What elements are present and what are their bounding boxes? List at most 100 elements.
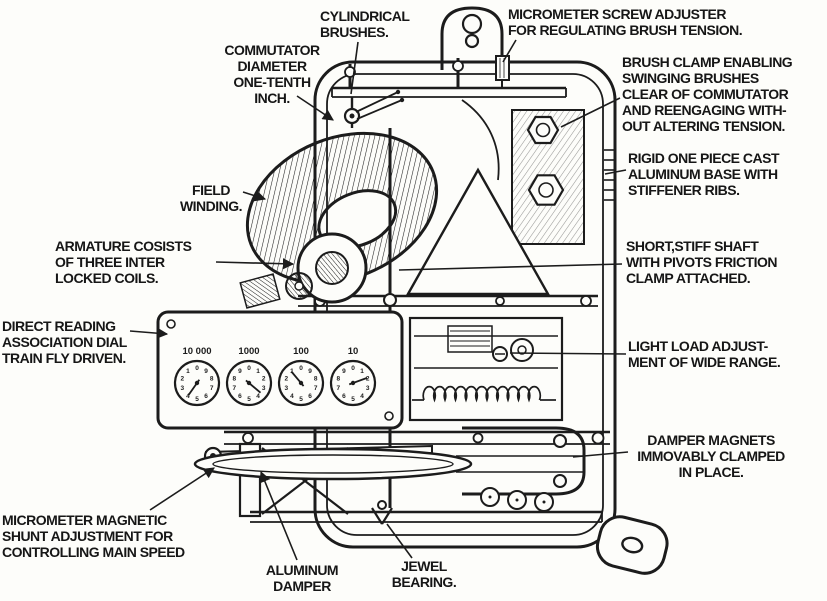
label-magnetic-shunt: MICROMETER MAGNETIC SHUNT ADJUSTMENT FOR… <box>2 512 185 560</box>
svg-text:9: 9 <box>342 368 346 375</box>
svg-text:8: 8 <box>314 376 318 383</box>
svg-text:4: 4 <box>360 393 364 400</box>
leader-rigid-base <box>604 169 627 175</box>
svg-text:7: 7 <box>210 385 214 392</box>
brush-assembly <box>331 55 567 181</box>
label-commutator-diameter: COMMUTATOR DIAMETER ONE-TENTH INCH. <box>224 42 320 106</box>
svg-text:10: 10 <box>348 346 359 357</box>
jewel-bearing-part <box>371 500 393 525</box>
svg-text:7: 7 <box>336 385 340 392</box>
post-screw <box>344 66 356 78</box>
label-stiff-shaft: SHORT,STIFF SHAFT WITH PIVOTS FRICTION C… <box>626 238 778 286</box>
brush-lead-wire <box>461 99 500 181</box>
svg-text:2: 2 <box>366 376 370 383</box>
brush-clamp-nut <box>526 115 560 145</box>
leader-cylindrical-brushes <box>350 41 359 95</box>
plate-screw <box>384 411 394 421</box>
magnet-bolt <box>553 434 567 448</box>
svg-text:4: 4 <box>186 393 190 400</box>
leader-commutator-diameter <box>296 95 334 121</box>
svg-text:5: 5 <box>351 396 355 403</box>
svg-text:2: 2 <box>284 376 288 383</box>
label-field-winding: FIELD WINDING. <box>179 182 243 214</box>
svg-text:5: 5 <box>195 396 199 403</box>
svg-text:0: 0 <box>299 365 303 372</box>
svg-text:3: 3 <box>262 385 266 392</box>
label-jewel-bearing: JEWEL BEARING. <box>391 558 457 590</box>
leader-stiff-shaft <box>398 263 623 271</box>
armature-coils <box>239 232 368 309</box>
svg-text:2: 2 <box>180 376 184 383</box>
svg-text:3: 3 <box>180 385 184 392</box>
light-load-spring <box>412 385 556 403</box>
label-brush-clamp: BRUSH CLAMP ENABLING SWINGING BRUSHES CL… <box>622 54 793 134</box>
svg-text:7: 7 <box>232 385 236 392</box>
leader-micrometer-screw <box>502 39 517 63</box>
svg-text:8: 8 <box>210 376 214 383</box>
svg-text:0: 0 <box>247 365 251 372</box>
svg-text:0: 0 <box>351 365 355 372</box>
label-cylindrical-brushes: CYLINDRICAL BRUSHES. <box>320 8 410 40</box>
meter-case <box>313 6 669 575</box>
terminal-nut <box>527 174 565 206</box>
label-dial-train: DIRECT READING ASSOCIATION DIAL TRAIN FL… <box>2 318 127 366</box>
label-rigid-base: RIGID ONE PIECE CAST ALUMINUM BASE WITH … <box>628 150 780 198</box>
svg-text:4: 4 <box>256 393 260 400</box>
svg-text:8: 8 <box>232 376 236 383</box>
svg-text:6: 6 <box>204 393 208 400</box>
svg-text:0: 0 <box>195 365 199 372</box>
svg-text:6: 6 <box>238 393 242 400</box>
svg-text:8: 8 <box>336 376 340 383</box>
label-armature: ARMATURE COSISTS OF THREE INTER LOCKED C… <box>55 238 192 286</box>
brush-holder-block <box>239 273 281 309</box>
hanger-ear <box>440 6 504 70</box>
leader-magnetic-shunt <box>149 467 215 511</box>
label-damper-magnets: DAMPER MAGNETS IMMOVABLY CLAMPED IN PLAC… <box>637 432 785 480</box>
worm-gear <box>447 325 493 353</box>
svg-text:6: 6 <box>342 393 346 400</box>
svg-text:100: 100 <box>293 346 309 357</box>
magnet-bolt <box>553 474 567 488</box>
svg-text:2: 2 <box>262 376 266 383</box>
svg-text:1: 1 <box>360 368 364 375</box>
terminal-block <box>511 109 585 245</box>
mounting-foot <box>595 515 669 575</box>
svg-text:10 000: 10 000 <box>182 346 211 357</box>
leader-armature <box>215 258 295 270</box>
svg-text:3: 3 <box>366 385 370 392</box>
svg-text:5: 5 <box>299 396 303 403</box>
lower-bracket <box>224 430 610 445</box>
gear-train <box>408 316 564 422</box>
label-aluminum-damper: ALUMINUM DAMPER <box>265 562 339 594</box>
damper-magnet <box>456 426 586 512</box>
svg-text:3: 3 <box>284 385 288 392</box>
leader-aluminum-damper <box>259 470 298 561</box>
svg-text:1000: 1000 <box>238 346 259 357</box>
svg-text:7: 7 <box>314 385 318 392</box>
register-dials: 10 0000123456789100001234567891000123456… <box>173 346 377 407</box>
train-gear <box>510 338 534 362</box>
bottom-frame <box>250 510 603 523</box>
dial-plate: 10 0000123456789100001234567891000123456… <box>156 310 404 430</box>
leader-lines <box>129 39 629 561</box>
leader-jewel-bearing <box>386 523 413 559</box>
label-micrometer-screw: MICROMETER SCREW ADJUSTER FOR REGULATING… <box>508 6 743 38</box>
leader-damper-magnets <box>572 451 629 458</box>
svg-text:6: 6 <box>308 393 312 400</box>
leader-dial-train <box>129 327 169 339</box>
micrometer-screw-part <box>495 55 510 88</box>
leader-light-load <box>509 352 627 355</box>
svg-text:9: 9 <box>204 368 208 375</box>
cylindrical-brushes-part <box>355 89 405 120</box>
frame-bracket <box>298 167 598 307</box>
leader-brush-clamp <box>560 97 621 128</box>
label-light-load: LIGHT LOAD ADJUST- MENT OF WIDE RANGE. <box>628 338 781 370</box>
svg-text:9: 9 <box>308 368 312 375</box>
plate-screw <box>166 319 176 329</box>
commutator-part <box>343 97 361 128</box>
svg-text:4: 4 <box>290 393 294 400</box>
light-load-adjuster <box>492 346 508 362</box>
svg-text:9: 9 <box>238 368 242 375</box>
svg-text:5: 5 <box>247 396 251 403</box>
